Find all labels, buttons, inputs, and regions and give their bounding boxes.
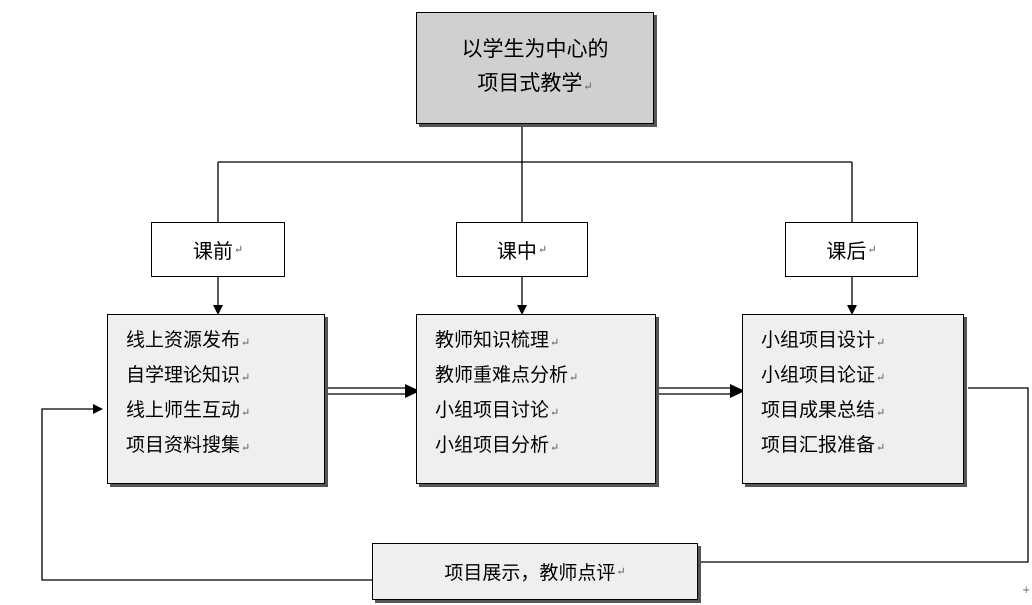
list-item: 小组项目设计↵ — [761, 329, 886, 351]
root-line-1: 以学生为中心的 — [461, 37, 609, 61]
phase-content-mid: 教师知识梳理↵ 教师重难点分析↵ 小组项目讨论↵ 小组项目分析↵ — [416, 314, 656, 484]
list-item: 项目资料搜集↵ — [126, 434, 251, 456]
list-item: 线上师生互动↵ — [126, 399, 251, 421]
list-item: 小组项目讨论↵ — [435, 399, 560, 421]
double-arrow-head-2 — [730, 384, 745, 398]
corner-mark: + — [1022, 585, 1030, 596]
list-item: 教师知识梳理↵ — [435, 329, 560, 351]
root-line-2: 项目式教学↵ — [477, 71, 593, 95]
list-item: 自学理论知识↵ — [126, 364, 251, 386]
list-item: 项目成果总结↵ — [761, 399, 886, 421]
loop-left — [41, 404, 372, 581]
root-box: 以学生为中心的 项目式教学↵ — [416, 12, 654, 124]
loop-right — [698, 387, 1029, 563]
phase-label-mid: 课中↵ — [456, 222, 588, 277]
list-item: 项目汇报准备↵ — [761, 434, 886, 456]
phase-label-post: 课后↵ — [785, 222, 918, 277]
list-item: 教师重难点分析↵ — [435, 364, 579, 386]
phase-content-post: 小组项目设计↵ 小组项目论证↵ 项目成果总结↵ 项目汇报准备↵ — [742, 314, 964, 484]
double-arrow-head-1 — [405, 384, 420, 398]
feedback-box: 项目展示，教师点评↵ — [372, 543, 698, 600]
list-item: 线上资源发布↵ — [126, 329, 251, 351]
phase-label-pre: 课前↵ — [151, 222, 285, 277]
list-item: 小组项目论证↵ — [761, 364, 886, 386]
list-item: 小组项目分析↵ — [435, 434, 560, 456]
phase-content-pre: 线上资源发布↵ 自学理论知识↵ 线上师生互动↵ 项目资料搜集↵ — [107, 314, 325, 484]
